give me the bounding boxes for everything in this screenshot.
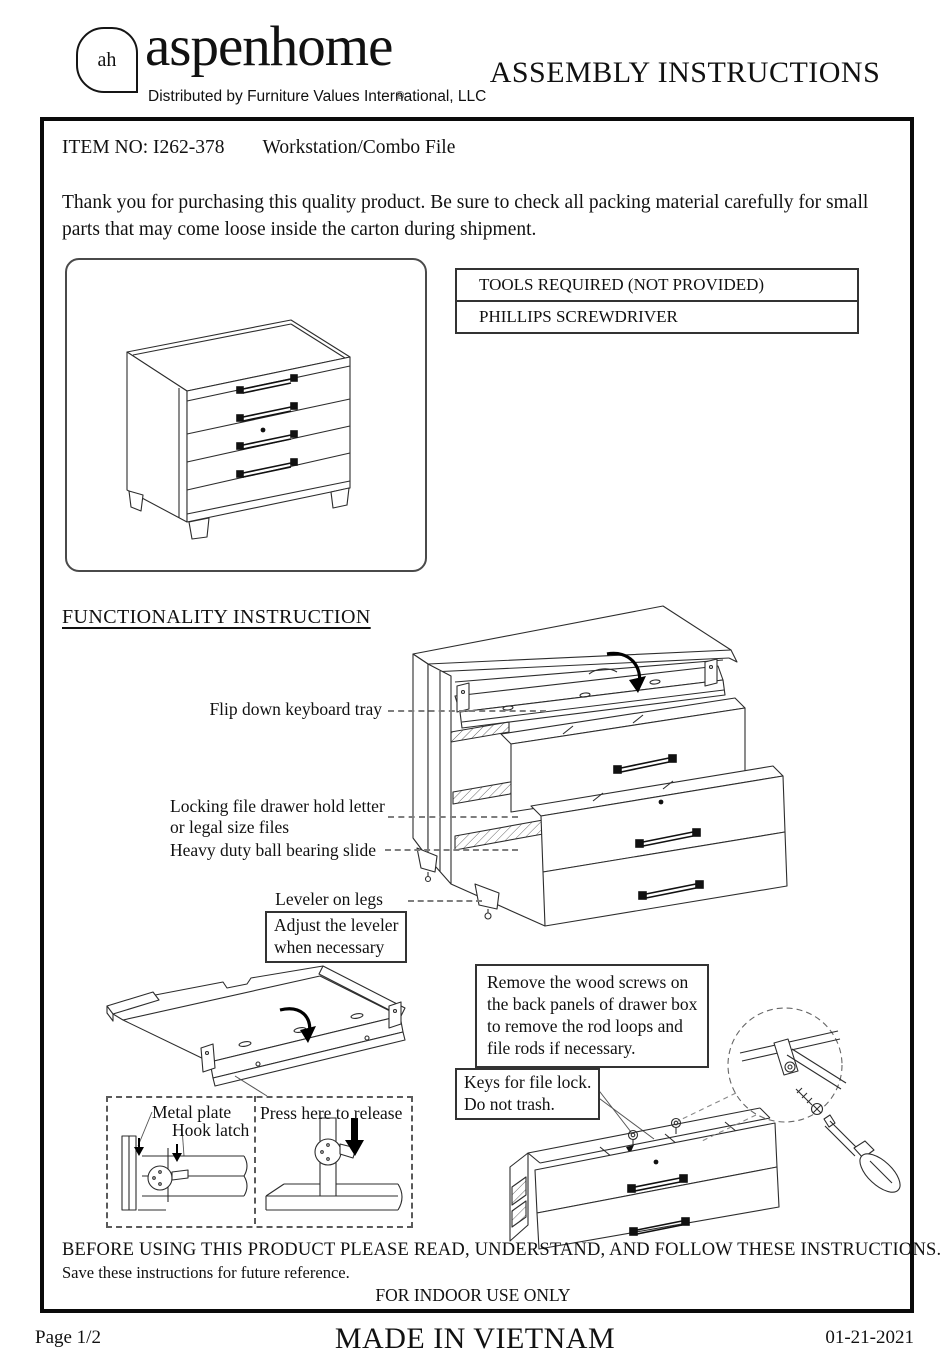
indoor-use-line: FOR INDOOR USE ONLY	[375, 1285, 571, 1305]
warning-line-2: Save these instructions for future refer…	[62, 1263, 350, 1282]
product-illustration	[126, 319, 351, 540]
remove-screws-note: Remove the wood screws on the back panel…	[475, 964, 710, 1068]
product-image-box	[65, 258, 427, 572]
label-press-release: Press here to release	[260, 1103, 403, 1123]
label-hook-latch: Hook latch	[172, 1120, 250, 1140]
label-ball-bearing-slide: Heavy duty ball bearing slide	[170, 840, 377, 860]
hook-latch-illustration	[121, 1111, 248, 1211]
tools-required-table: TOOLS REQUIRED (NOT PROVIDED) PHILLIPS S…	[455, 268, 859, 335]
leader-keyboard-tray	[388, 710, 546, 712]
brand-logo-monogram: ah	[76, 27, 138, 93]
page-number: Page 1/2	[35, 1327, 101, 1348]
label-metal-plate: Metal plate	[152, 1102, 232, 1122]
made-in-line: MADE IN VIETNAM	[334, 1322, 616, 1355]
leader-leveler	[408, 900, 482, 902]
functionality-diagram	[412, 605, 788, 927]
intro-paragraph: Thank you for purchasing this quality pr…	[62, 192, 869, 240]
distributor-line: Distributed by Furniture Values Internat…	[148, 88, 487, 105]
adjust-leveler-note: Adjust the leveler when necessary	[265, 911, 408, 963]
page-title: ASSEMBLY INSTRUCTIONS	[489, 56, 881, 89]
brand-wordmark: aspenhome®	[145, 15, 405, 102]
logo-monogram-text: ah	[97, 48, 117, 71]
item-name: Workstation/Combo File	[262, 137, 456, 158]
item-number: ITEM NO: I262-378	[62, 137, 225, 158]
label-locking-drawer: Locking file drawer hold letter or legal…	[170, 796, 385, 838]
label-leveler: Leveler on legs	[275, 889, 383, 909]
keyboard-tray-illustration	[106, 965, 406, 1097]
latch-detail-divider	[254, 1096, 256, 1224]
latch-detail-panel	[106, 1096, 413, 1228]
label-keyboard-tray: Flip down keyboard tray	[209, 699, 382, 719]
leader-locking-drawer	[388, 816, 518, 818]
functionality-heading: FUNCTIONALITY INSTRUCTION	[62, 606, 371, 628]
item-number-line: ITEM NO: I262-378 Workstation/Combo File	[62, 137, 455, 159]
file-drawer-keys-illustration	[509, 1007, 901, 1250]
registered-trademark-icon: ®	[395, 88, 404, 102]
tools-table-row: PHILLIPS SCREWDRIVER	[479, 307, 678, 327]
leader-ball-bearing-slide	[385, 849, 518, 851]
keys-note: Keys for file lock. Do not trash.	[455, 1068, 601, 1120]
press-release-illustration	[265, 1117, 403, 1211]
tools-table-header: TOOLS REQUIRED (NOT PROVIDED)	[457, 270, 857, 303]
content-border	[40, 117, 914, 1313]
warning-line-1: BEFORE USING THIS PRODUCT PLEASE READ, U…	[62, 1240, 942, 1260]
revision-date: 01-21-2021	[825, 1327, 914, 1348]
